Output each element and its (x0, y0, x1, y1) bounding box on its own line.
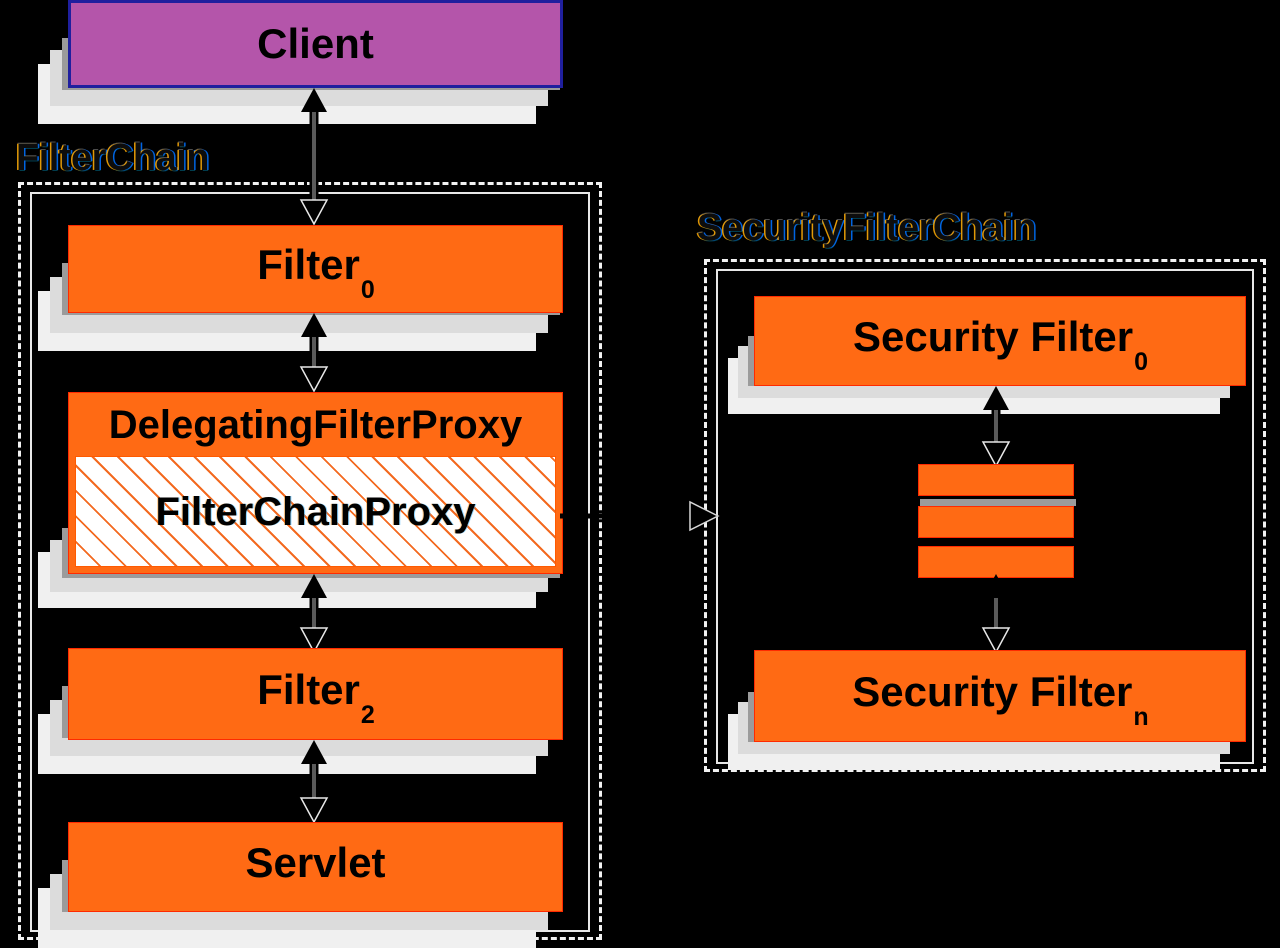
servlet-node-label: Servlet (245, 839, 386, 887)
securityfilterchain-group-label: SecurityFilterChain (697, 207, 1036, 249)
delegatingfilterproxy-node[interactable]: DelegatingFilterProxy FilterChainProxy (68, 392, 563, 574)
arrow-filterchainproxy-securityfilterchain (560, 496, 720, 536)
filterchain-group-label: FilterChain (16, 137, 209, 179)
filterchainproxy-node[interactable]: FilterChainProxy (75, 456, 556, 567)
filter0-node-label: Filter0 (257, 241, 375, 304)
arrow-security-filter-0-stack (978, 384, 1014, 468)
arrow-client-filter0 (296, 86, 332, 226)
delegatingfilterproxy-label: DelegatingFilterProxy (108, 402, 523, 447)
security-filter-stack (918, 464, 1078, 578)
servlet-node[interactable]: Servlet (68, 822, 563, 912)
filter2-node[interactable]: Filter2 (68, 648, 563, 740)
arrow-delegatingfilterproxy-filter2 (296, 572, 332, 654)
filter2-node-label: Filter2 (257, 666, 375, 729)
filterchainproxy-label: FilterChainProxy (155, 489, 476, 534)
security-filter-n-label: Security Filtern (852, 668, 1149, 731)
client-node-label: Client (257, 20, 374, 67)
arrow-filter0-delegatingfilterproxy (296, 311, 332, 393)
filter0-node[interactable]: Filter0 (68, 225, 563, 313)
security-filter-stack-item-3[interactable] (918, 546, 1074, 578)
client-node[interactable]: Client (68, 0, 563, 88)
security-filter-stack-item-1[interactable] (918, 464, 1074, 496)
security-filter-stack-item-2[interactable] (918, 506, 1074, 538)
security-filter-0-node[interactable]: Security Filter0 (754, 296, 1246, 386)
arrow-stack-security-filter-n (978, 572, 1014, 654)
security-filter-n-node[interactable]: Security Filtern (754, 650, 1246, 742)
security-filter-0-label: Security Filter0 (852, 313, 1148, 376)
arrow-filter2-servlet (296, 738, 332, 824)
